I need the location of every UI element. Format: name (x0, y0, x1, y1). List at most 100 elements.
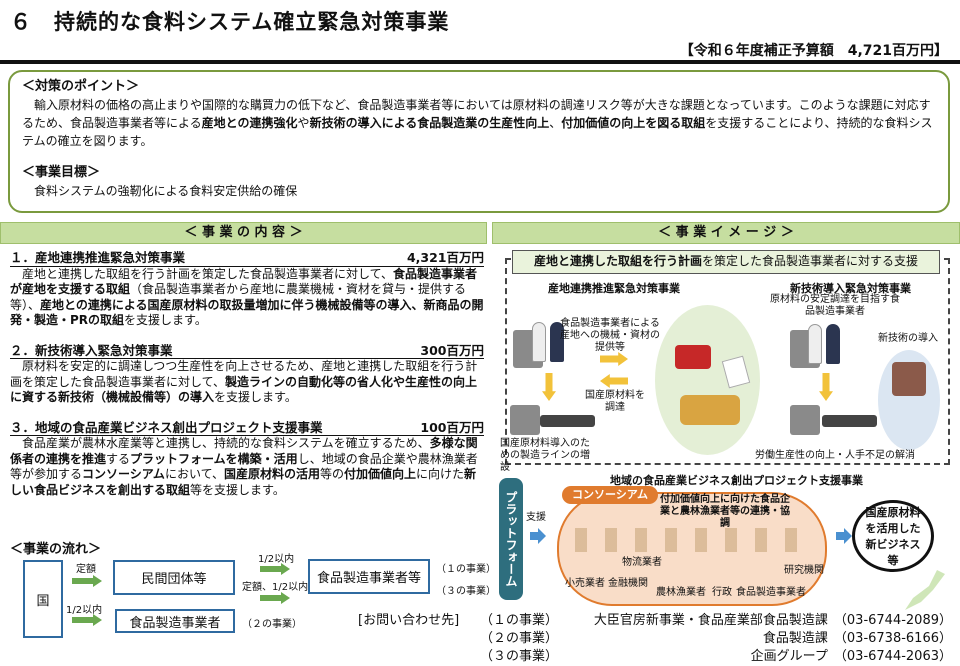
contact-label: [お問い合わせ先] (358, 613, 460, 628)
bold-text-segment: プラットフォームを構築・活用 (130, 451, 298, 466)
project3-illustration-title: 地域の食品産業ビジネス創出プロジェクト支援事業 (610, 474, 863, 487)
factory-icon (790, 405, 820, 435)
bold-text-segment: 国産原材料の活用 (223, 467, 320, 481)
actor-label: 食品製造事業者 (736, 587, 806, 598)
flow-note-2: （２の事業） (242, 619, 302, 630)
points-heading: ＜対策のポイント＞ (22, 79, 140, 94)
project-list: １．産地連携推進緊急対策事業 4,321百万円 産地と連携した取組を行う計画を策定… (10, 250, 484, 512)
text-segment: 、 (549, 116, 562, 130)
text-segment: 輸入原材料の価格の高止まりや国際的な購買力の低下など、食品製造事業者等においては… (22, 98, 931, 130)
contact-project: （３の事業） (480, 649, 559, 664)
right-illustration-title: 新技術導入緊急対策事業 (790, 282, 911, 295)
contact-phone: （03-6744-2089） (833, 613, 952, 628)
goal-text: 食料システムの強靭化による食料安定供給の確保 (34, 184, 298, 198)
flow-arrow (72, 614, 102, 626)
flow-label-half: 1/2以内 (66, 605, 103, 616)
text-segment: を支援します。 (124, 313, 207, 327)
text-segment: 産地と連携した取組を行う計画を策定した食品製造事業者に対して、 (22, 266, 394, 281)
flow-food-manufacturer-box: 食品製造事業者 (115, 609, 235, 633)
project-title: １．産地連携推進緊急対策事業 (10, 250, 186, 265)
flow-arrow (260, 592, 290, 604)
actor-label: 物流業者 (622, 557, 662, 568)
contact-dept: 企画グループ (750, 649, 828, 664)
text-segment: 等の (320, 467, 345, 481)
project-item-2: ２．新技術導入緊急対策事業 300百万円 原材料を安定的に調達しつつ生産性を向上さ… (10, 343, 484, 406)
contact-dept: 大臣官房新事業・食品産業部食品製造課 (593, 613, 828, 628)
flow-label-fixed: 定額 (76, 564, 96, 575)
project-body: 食品産業が農林水産業等と連携し、持続的な食料システムを確立するため、多様な関係者… (10, 436, 484, 498)
line-add-label: 国産原材料導入のための製造ラインの増設 (500, 438, 590, 473)
provide-label: 食品製造事業者による産地への機械・資材の提供等 (560, 318, 660, 353)
content-header: ＜ 事 業 の 内 容 ＞ (0, 222, 487, 244)
project-item-3: ３．地域の食品産業ビジネス創出プロジェクト支援事業 100百万円 食品産業が農林水… (10, 420, 484, 499)
contact-phone: （03-6744-2063） (833, 649, 952, 664)
bold-text-segment: 新しい食品ビジネスを創出する取組 (10, 467, 477, 497)
project-title: ３．地域の食品産業ビジネス創出プロジェクト支援事業 (10, 419, 323, 435)
flow-country-box: 国 (23, 560, 63, 638)
japan-map-icon (905, 570, 945, 610)
project-amount: 100百万円 (420, 419, 484, 435)
project-amount: 4,321百万円 (406, 250, 484, 265)
flow-heading: ＜事業の流れ＞ (10, 542, 102, 557)
bold-text-segment: 製造ラインの自動化等の省人化や生産性の向上に資する新技術（機械設備等）の導入 (10, 374, 478, 405)
factory-icon (510, 405, 540, 435)
flow-private-groups-box: 民間団体等 (113, 560, 235, 595)
image-header: ＜ 事 業 イ メ ー ジ ＞ (492, 222, 960, 244)
bold-text-segment: 付加価値の向上を図る取組 (561, 116, 706, 130)
businessman-icon (826, 324, 840, 364)
support-title-bold: 産地と連携した取組を行う計画 (533, 254, 702, 268)
left-illustration-title: 産地連携推進緊急対策事業 (548, 282, 680, 295)
bold-text-segment: 産地との連携による国産原材料の取扱量増加に伴う機械設備等の導入、新商品の開発・製… (10, 297, 484, 328)
text-segment: に向けた (416, 467, 465, 481)
arrow-right-icon (530, 528, 546, 544)
actor-label: 小売業者 (565, 578, 605, 589)
text-segment: において、 (164, 467, 224, 481)
arrow-right-icon (600, 352, 628, 366)
businessman-icon (550, 322, 564, 362)
consortium-badge: コンソーシアム (562, 486, 658, 504)
text-segment: を支援します。 (214, 390, 297, 404)
actor-label: 研究機関 (784, 565, 824, 576)
worker-icon (808, 324, 822, 364)
platform-badge: プラットフォーム (499, 478, 523, 600)
people-illustration (575, 528, 805, 552)
project-item-1: １．産地連携推進緊急対策事業 4,321百万円 産地と連携した取組を行う計画を策定… (10, 250, 484, 329)
contact-row: （３の事業） 企画グループ （03-6744-2063） (480, 648, 952, 666)
page-title: ６ 持続的な食料システム確立緊急対策事業 (10, 10, 450, 34)
robot-line-icon (822, 415, 877, 427)
bold-text-segment: 食品製造事業者が産地を支援する取組 (10, 266, 478, 297)
tractor-icon (675, 345, 711, 369)
contact-project: （２の事業） (480, 631, 559, 646)
support-label: 支援 (526, 512, 546, 523)
arrow-right-icon (836, 528, 852, 544)
aim-label: 原材料の安定調達を目指す食品製造事業者 (770, 294, 900, 317)
support-title-rest: を策定した食品製造事業者に対する支援 (702, 254, 919, 268)
production-line-icon (540, 415, 595, 427)
flow-arrow (260, 563, 290, 575)
goal-heading: ＜事業目標＞ (22, 165, 101, 180)
new-tech-label: 新技術の導入 (878, 333, 938, 344)
actor-label: 行政 (712, 587, 732, 598)
flow-arrow (72, 575, 102, 587)
result-bubble: 国産原材料を活用した新ビジネス等 (852, 500, 934, 572)
project-amount: 300百万円 (420, 342, 484, 358)
text-segment: する (106, 451, 131, 466)
title-divider (0, 60, 960, 64)
flow-label-half2: 1/2以内 (258, 554, 295, 565)
farmers-icon (680, 395, 740, 425)
text-segment: し、地域の食品企業や農林漁業者等が参加する (10, 451, 478, 482)
text-segment: を支援することにより、持続的な食料システムの確立を図ります。 (22, 116, 933, 148)
policy-points-box: ＜対策のポイント＞ 輸入原材料の価格の高止まりや国際的な購買力の低下など、食品製… (8, 70, 950, 213)
procure-label: 国産原材料を調達 (585, 390, 645, 413)
project-body: 原材料を安定的に調達しつつ生産性を向上させるため、産地と連携した取組を行う計画を… (10, 359, 484, 406)
budget-amount: 【令和６年度補正予算額 4,721百万円】 (679, 43, 948, 59)
actor-label: 農林漁業者 (656, 587, 706, 598)
bold-text-segment: 新技術の導入による食品製造業の生産性向上 (309, 116, 550, 130)
actor-label: 金融機関 (608, 578, 648, 589)
text-segment: 等を支援します。 (190, 482, 285, 497)
labor-label: 労働生産性の向上・人手不足の解消 (755, 450, 915, 461)
bold-text-segment: 付加価値向上 (344, 467, 417, 481)
flow-note-1: （１の事業） (436, 564, 496, 575)
project-body: 産地と連携した取組を行う計画を策定した食品製造事業者に対して、食品製造事業者が産… (10, 267, 484, 329)
project-title: ２．新技術導入緊急対策事業 (10, 342, 173, 358)
